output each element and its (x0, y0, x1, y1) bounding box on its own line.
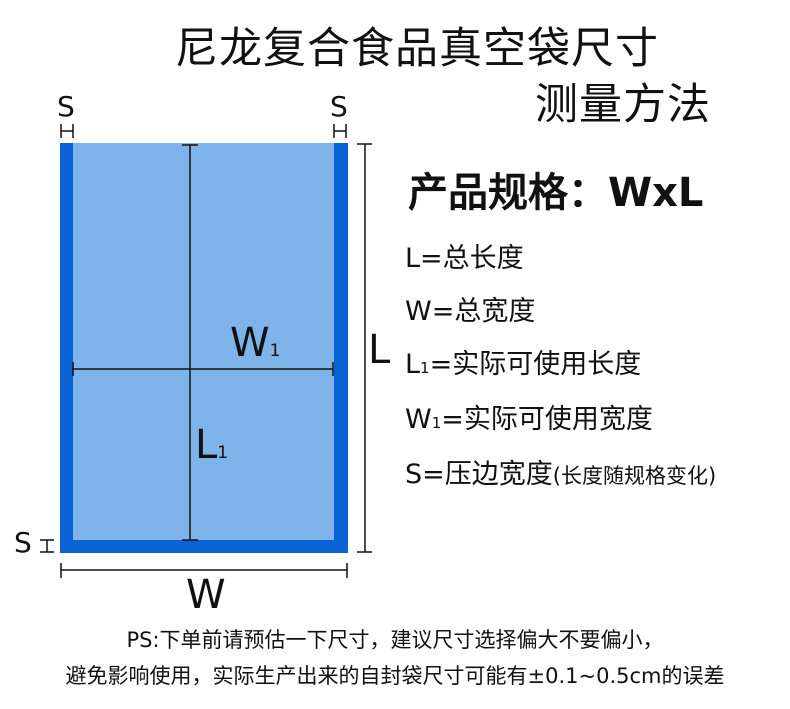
w1-dimension-line (72, 362, 334, 376)
w-label: W (186, 572, 226, 618)
definition-s-main: S=压边宽度 (405, 459, 553, 490)
l1-label: L1 (195, 422, 228, 468)
definition-w1-rest: =实际可使用宽度 (441, 404, 653, 435)
s-top-left-bracket (60, 124, 74, 138)
l1-dimension-line (182, 144, 198, 541)
l1-label-main: L (195, 422, 218, 468)
s-top-right-bracket (333, 124, 347, 138)
title-line-2: 测量方法 (535, 80, 711, 130)
l-dimension-line (357, 143, 372, 553)
definition-s: S=压边宽度(长度随规格变化) (405, 452, 716, 491)
definition-l1-sub: 1 (420, 359, 430, 377)
product-spec: 产品规格：WxL (408, 170, 704, 216)
note-line-1: PS:下单前请预估一下尺寸，建议尺寸选择偏大不要偏小， (126, 628, 664, 652)
l1-label-sub: 1 (217, 443, 229, 463)
w1-label: W1 (230, 320, 280, 366)
title-line-1: 尼龙复合食品真空袋尺寸 (175, 24, 659, 74)
w-dimension-line (60, 563, 348, 578)
definition-w1-sub: 1 (431, 414, 442, 432)
s-label-top-right: S (330, 90, 348, 123)
definition-w1-main: W (405, 404, 432, 435)
l-label: L (368, 327, 391, 373)
s-bottom-bracket (40, 539, 54, 553)
definition-l1-rest: =实际可使用长度 (429, 349, 642, 380)
definition-w1: W1=实际可使用宽度 (405, 397, 653, 436)
w1-label-sub: 1 (269, 341, 281, 361)
usable-area (73, 143, 334, 540)
s-label-bottom: S (14, 526, 32, 559)
w1-label-main: W (230, 320, 270, 366)
s-label-top-left: S (57, 90, 75, 123)
definition-l1: L1=实际可使用长度 (405, 342, 641, 381)
definition-l1-main: L (405, 349, 421, 380)
definition-l: L=总长度 (405, 243, 524, 274)
note-line-2: 避免影响使用，实际生产出来的自封袋尺寸可能有±0.1~0.5cm的误差 (65, 664, 725, 688)
definition-w: W=总宽度 (405, 296, 536, 327)
definition-s-paren: (长度随规格变化) (552, 464, 717, 488)
